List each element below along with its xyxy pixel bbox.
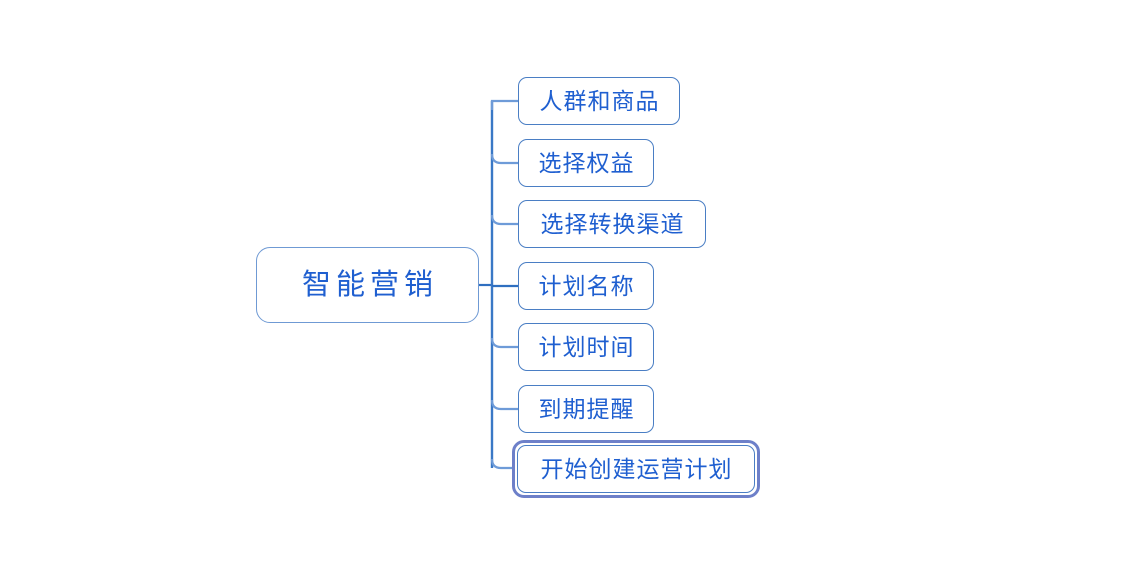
mindmap-node-start-create-plan-selection[interactable]: 开始创建运营计划 bbox=[512, 440, 760, 498]
node-label: 到期提醒 bbox=[538, 395, 635, 422]
mindmap-node-audience-and-products[interactable]: 人群和商品 bbox=[518, 77, 680, 125]
mindmap-node-plan-name[interactable]: 计划名称 bbox=[518, 262, 654, 310]
node-label: 选择权益 bbox=[538, 149, 635, 176]
node-label: 计划时间 bbox=[538, 333, 635, 360]
mindmap-root-node[interactable]: 智能营销 bbox=[256, 247, 479, 323]
node-label: 计划名称 bbox=[538, 272, 635, 299]
root-node-label: 智能营销 bbox=[301, 268, 438, 301]
mindmap-node-select-benefits[interactable]: 选择权益 bbox=[518, 139, 654, 187]
node-label: 开始创建运营计划 bbox=[540, 455, 733, 482]
mindmap-node-start-create-plan[interactable]: 开始创建运营计划 bbox=[517, 445, 755, 493]
node-label: 选择转换渠道 bbox=[540, 210, 685, 237]
mindmap-node-plan-time[interactable]: 计划时间 bbox=[518, 323, 654, 371]
mindmap-node-select-conversion-channel[interactable]: 选择转换渠道 bbox=[518, 200, 706, 248]
mindmap-node-expiry-reminder[interactable]: 到期提醒 bbox=[518, 385, 654, 433]
node-label: 人群和商品 bbox=[539, 87, 660, 114]
